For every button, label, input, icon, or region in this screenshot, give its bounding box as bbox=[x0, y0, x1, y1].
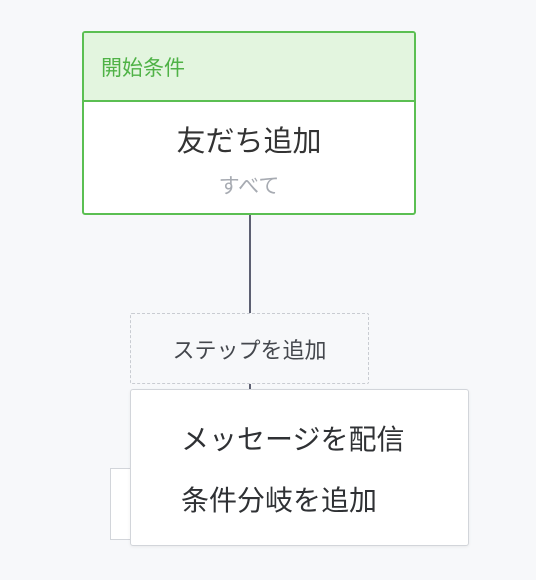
add-step-button[interactable]: ステップを追加 bbox=[130, 313, 369, 384]
connector-line bbox=[249, 215, 251, 313]
trigger-subtitle: すべて bbox=[218, 174, 280, 198]
connector-line bbox=[249, 384, 251, 390]
menu-item-send-message[interactable]: メッセージを配信 bbox=[181, 423, 405, 456]
start-condition-card[interactable]: 開始条件 友だち追加 すべて bbox=[82, 31, 416, 215]
add-step-label: ステップを追加 bbox=[172, 338, 327, 364]
start-condition-header-label: 開始条件 bbox=[101, 55, 185, 80]
step-type-menu: メッセージを配信 条件分岐を追加 bbox=[130, 389, 469, 546]
start-condition-header: 開始条件 bbox=[84, 33, 414, 102]
menu-item-add-branch[interactable]: 条件分岐を追加 bbox=[181, 484, 378, 517]
start-condition-body: 友だち追加 すべて bbox=[84, 102, 414, 200]
trigger-title: 友だち追加 bbox=[176, 124, 322, 158]
